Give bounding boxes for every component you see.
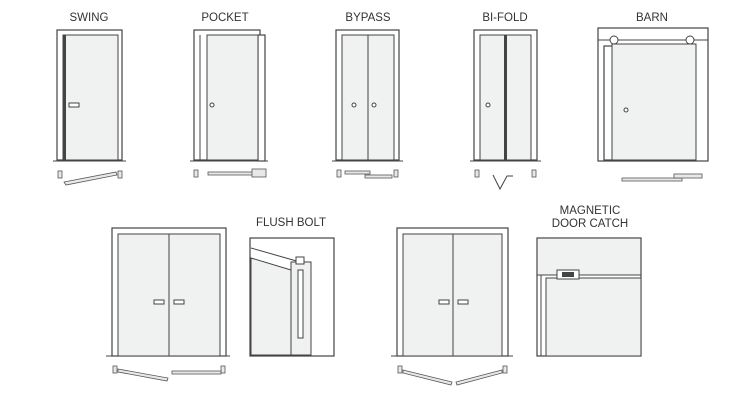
lever-handle-icon	[438, 299, 450, 305]
knob-icon	[351, 102, 357, 108]
plan-fold	[492, 174, 513, 191]
door-panel-left	[341, 34, 369, 161]
door-panel-left	[117, 233, 170, 357]
plan-door	[621, 177, 683, 182]
plan-jamb	[502, 365, 508, 374]
plan-jamb	[531, 169, 537, 178]
door-face	[545, 277, 642, 357]
door-panel-right	[367, 34, 395, 161]
door-panel-left	[402, 233, 454, 357]
lever-handle-icon	[68, 102, 80, 108]
lever-handle-icon	[173, 299, 185, 305]
door-panel	[62, 34, 119, 161]
door-edge	[63, 35, 66, 160]
pocket-wall	[257, 34, 266, 162]
plan-jamb	[220, 365, 226, 374]
door-panel	[611, 43, 697, 161]
roller-icon	[685, 35, 695, 45]
knob-icon	[623, 107, 629, 113]
bolt-head	[295, 256, 305, 265]
barn-door: BARN	[597, 12, 709, 182]
plan-door	[171, 370, 222, 375]
magnetic-catch-detail: MAGNETIC DOOR CATCH	[536, 205, 642, 357]
knob-icon	[209, 102, 215, 108]
door-panel-right	[452, 233, 503, 357]
plan-door	[364, 174, 393, 179]
plan-jamb	[57, 170, 63, 179]
plan-jamb	[393, 169, 399, 178]
door-panel-right	[168, 233, 221, 357]
plan-jamb	[474, 169, 480, 178]
door-face	[250, 257, 292, 356]
header-area	[538, 239, 640, 275]
bypass-door: BYPASS	[332, 12, 403, 179]
roller-icon	[609, 35, 619, 45]
knob-icon	[485, 102, 491, 108]
flush-bolt-icon	[297, 269, 304, 339]
plan-pocket	[251, 168, 267, 178]
lever-handle-icon	[153, 299, 165, 305]
pocket-label: POCKET	[201, 12, 248, 24]
swing-door: SWING	[53, 12, 126, 186]
flush-bolt-detail: FLUSH BOLT	[249, 217, 335, 357]
plan-door-swing	[402, 369, 453, 386]
plan-door-swing	[455, 369, 503, 386]
pocket-door: POCKET	[190, 12, 268, 178]
plan-door	[344, 170, 371, 175]
bypass-label: BYPASS	[345, 12, 390, 24]
plan-door-swing	[117, 368, 169, 382]
door-panel	[206, 34, 259, 161]
knob-icon	[371, 102, 377, 108]
double-door-left	[106, 227, 230, 382]
bifold-label: BI-FOLD	[482, 12, 527, 24]
swing-label: SWING	[70, 12, 109, 24]
plan-jamb	[112, 365, 118, 374]
plan-door-swing	[63, 171, 118, 186]
magnetic-label-line1: MAGNETIC	[560, 205, 621, 217]
flush-bolt-label: FLUSH BOLT	[256, 217, 326, 229]
lever-handle-icon	[457, 299, 469, 305]
plan-jamb	[336, 169, 342, 178]
magnet	[562, 272, 574, 277]
plan-jamb	[117, 170, 123, 179]
fold-line	[504, 35, 507, 160]
door-top-edge	[250, 247, 301, 263]
plan-door	[207, 171, 257, 176]
double-door-right	[391, 227, 513, 386]
barn-label: BARN	[636, 12, 668, 24]
magnetic-label-line2: DOOR CATCH	[552, 218, 628, 230]
plan-jamb	[193, 169, 199, 178]
plan-wall	[673, 173, 703, 179]
bifold-door: BI-FOLD	[470, 12, 541, 191]
plan-jamb	[397, 365, 403, 374]
